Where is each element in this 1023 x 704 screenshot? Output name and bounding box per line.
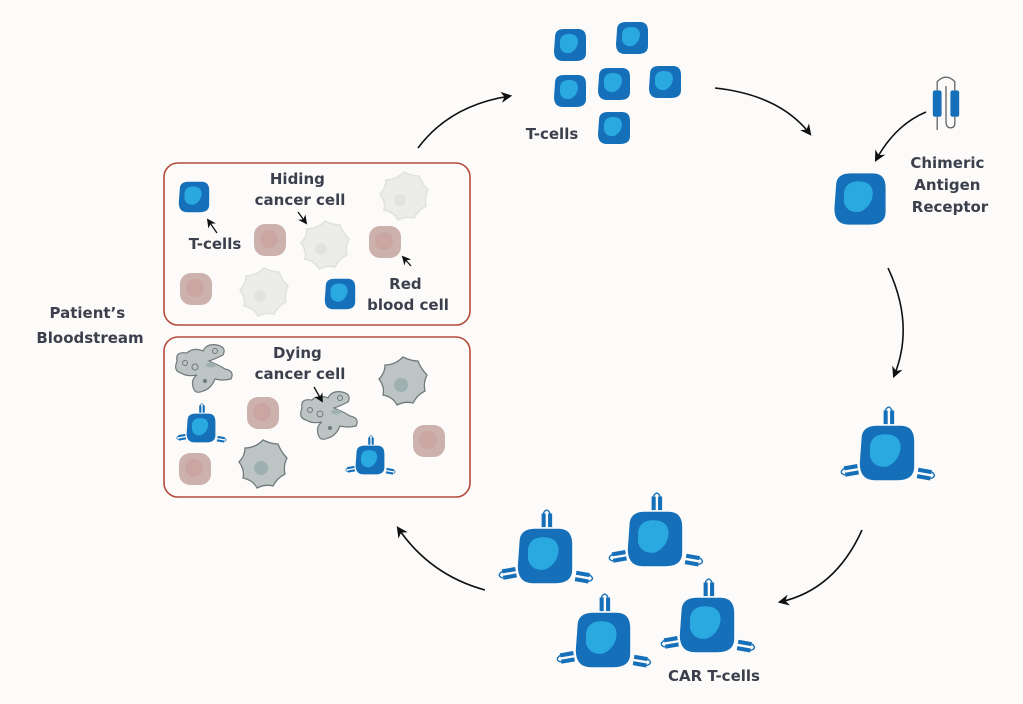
red-blood-cell (369, 226, 401, 258)
pointer-arrow (401, 255, 412, 267)
bloodstream-after-box (163, 336, 471, 498)
tcells-label: T-cells (189, 235, 242, 253)
arrow-to-car-tcell (887, 267, 904, 379)
tcell (834, 173, 886, 225)
cancer-cell (378, 356, 428, 406)
hiding-cancer-cell (239, 267, 289, 317)
tcell (554, 75, 586, 107)
tcells-cluster-label: T-cells (526, 125, 579, 143)
bloodstream-before-box (163, 162, 471, 326)
arrow-receptor-to-tcell (874, 111, 927, 162)
car-tcell (176, 404, 226, 443)
arrow-to-bloodstream (396, 526, 486, 591)
arrow-to-single-tcell (714, 87, 812, 136)
tcell (598, 68, 630, 100)
red-blood-cell (413, 425, 445, 457)
arrow-to-car-tcells (777, 529, 863, 606)
car-tcell (608, 493, 703, 567)
red-blood-cell (247, 397, 279, 429)
tcell (649, 66, 681, 98)
hiding-cancer-cell (379, 171, 429, 221)
dying-cancer-cell (175, 344, 233, 393)
arrow-to-tcells (417, 91, 513, 149)
chimeric-antigen-receptor-icon (932, 76, 960, 131)
red-blood-cell (179, 453, 211, 485)
car-tcell (556, 594, 651, 668)
car-tcell (498, 510, 593, 584)
pointer-arrow (313, 386, 323, 403)
chimeric-antigen-receptor-label: Chimeric Antigen Receptor (910, 154, 989, 216)
car-tcell (345, 436, 395, 475)
patients-bloodstream-label: Patient’s Bloodstream (36, 304, 143, 347)
dying-cancer-cell-label: Dying cancer cell (255, 344, 346, 383)
tcell (616, 22, 648, 54)
red-blood-cell-label: Red blood cell (367, 275, 449, 314)
cancer-cell (238, 439, 288, 489)
tcell (598, 112, 630, 144)
car-tcells-label: CAR T-cells (668, 667, 760, 685)
red-blood-cell (180, 273, 212, 305)
tcell (324, 278, 356, 310)
pointer-arrow (206, 218, 218, 234)
pointer-arrow (297, 211, 308, 225)
hiding-cancer-cell (300, 220, 350, 270)
red-blood-cell (254, 224, 286, 256)
car-tcell (840, 407, 935, 481)
dying-cancer-cell (300, 391, 358, 440)
tcell (554, 29, 586, 61)
tcell (178, 181, 210, 213)
car-tcell (660, 579, 755, 653)
hiding-cancer-cell-label: Hiding cancer cell (255, 170, 346, 209)
